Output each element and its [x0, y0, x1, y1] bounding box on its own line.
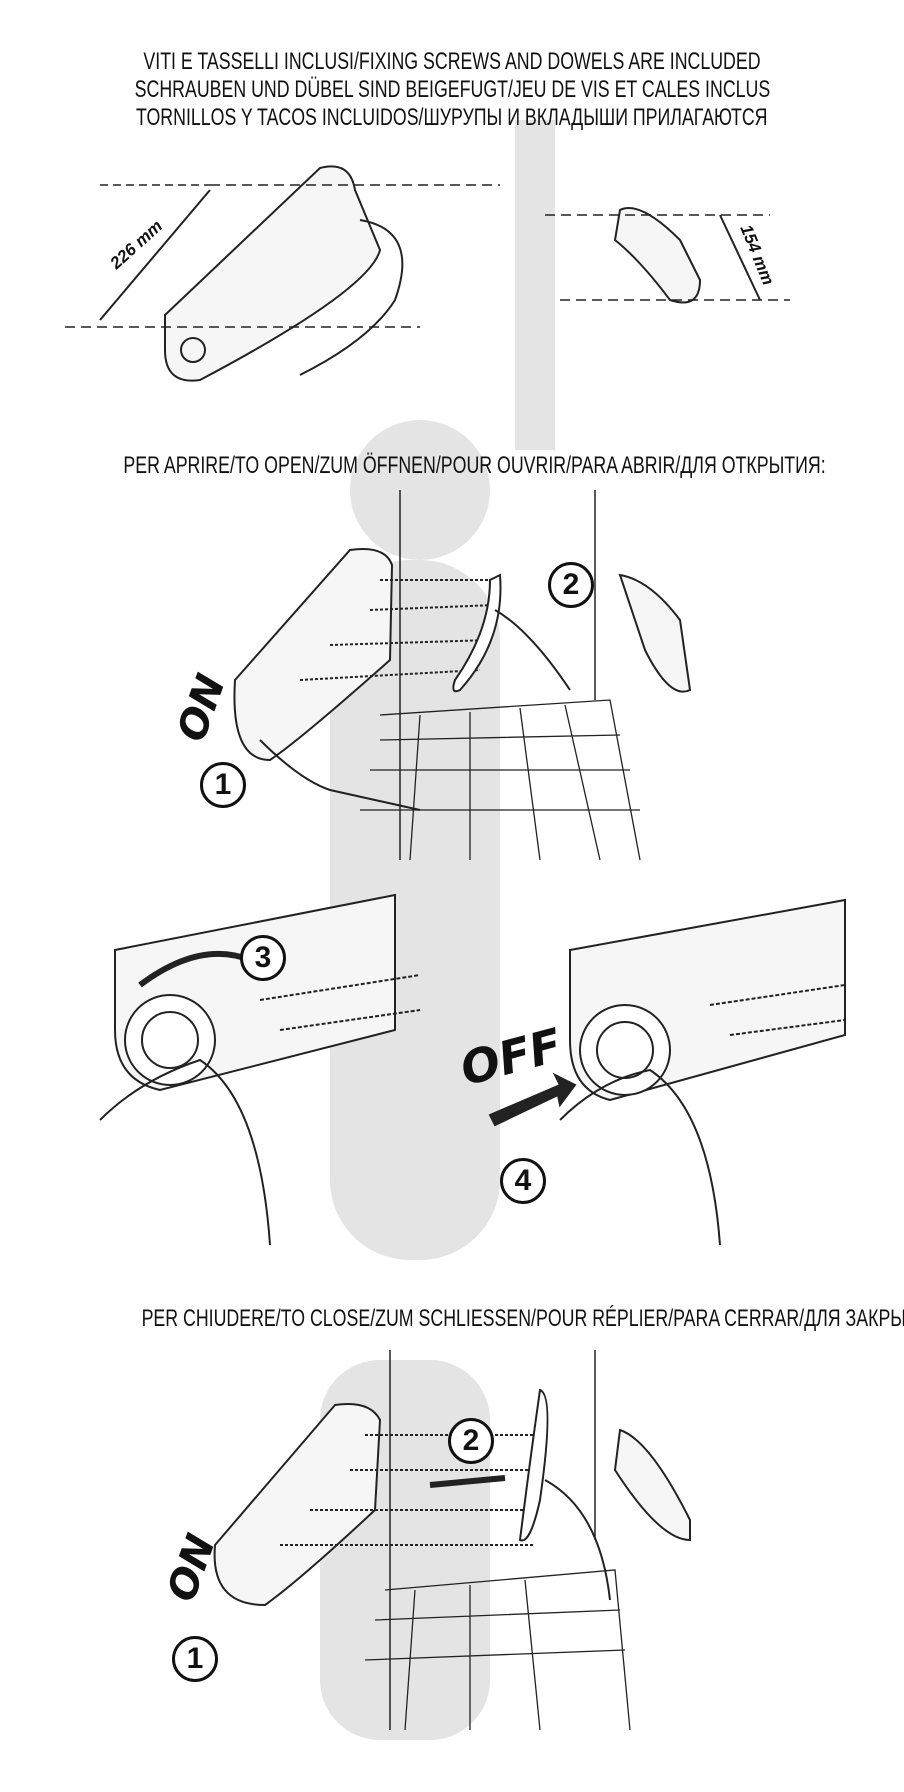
- step-3-badge: 3: [240, 935, 286, 981]
- close-section-title: PER CHIUDERE/TO CLOSE/ZUM SCHLIESSEN/POU…: [141, 1305, 904, 1332]
- step-2-badge: 2: [548, 562, 594, 608]
- watermark: [320, 120, 555, 1740]
- header-line-2: SCHRAUBEN UND DÜBEL SIND BEIGEFUGT/JEU D…: [134, 76, 770, 103]
- step-4-badge: 4: [500, 1158, 546, 1204]
- mounting-diagram: [65, 165, 790, 382]
- close-step-2-badge: 2: [448, 1418, 494, 1464]
- header-line-3: TORNILLOS Y TACOS INCLUIDOS/ШУРУПЫ И ВКЛ…: [136, 104, 768, 131]
- step-1-badge: 1: [200, 762, 246, 808]
- close-step-1-badge: 1: [172, 1636, 218, 1682]
- open-illustration: [233, 490, 692, 861]
- header-line-1: VITI E TASSELLI INCLUSI/FIXING SCREWS AN…: [143, 48, 761, 75]
- open-section-title: PER APRIRE/TO OPEN/ZUM ÖFFNEN/POUR OUVRI…: [123, 452, 826, 479]
- knob-illustrations: [99, 893, 846, 1246]
- close-illustration: [213, 1350, 691, 1731]
